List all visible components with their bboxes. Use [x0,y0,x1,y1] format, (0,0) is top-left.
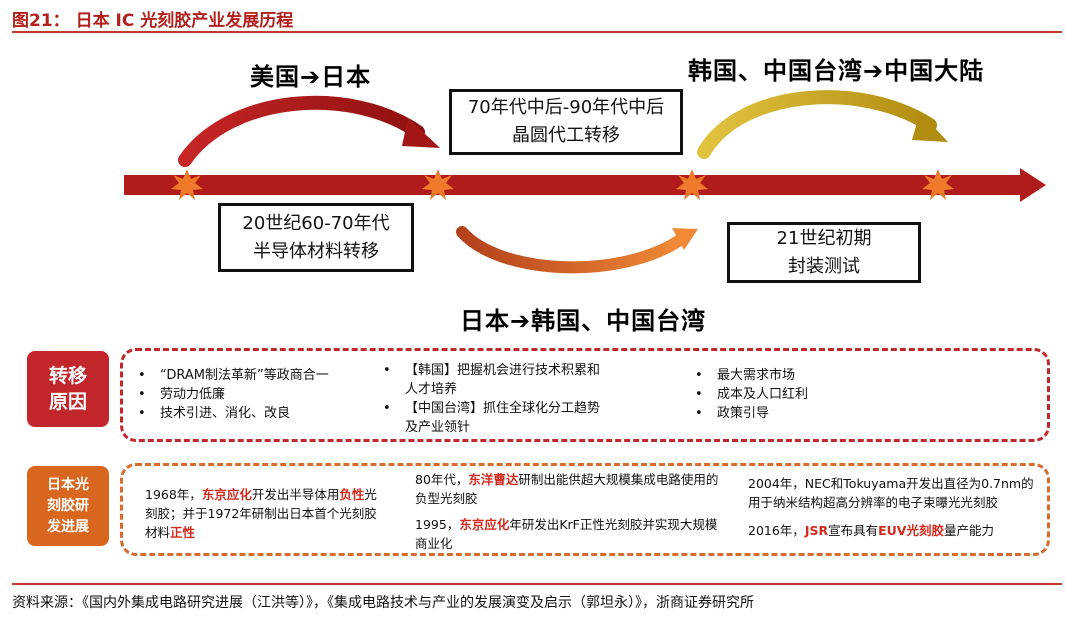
reasons-panel [120,348,1050,442]
development-item-1968: 1968年，东京应化开发出半导体用负性光刻胶；并于1972年研制出日本首个光刻胶… [145,487,377,540]
era-box-1: 20世纪60-70年代 半导体材料转移 [218,203,414,272]
development-panel [120,463,1050,556]
arc-us-japan [178,95,425,167]
development-item-1980s: 80年代，东洋曹达研制出能供超大规模集成电路使用的负型光刻胶 [415,472,719,506]
timeline-graphic [124,90,1046,274]
timeline-star-4 [922,169,954,200]
source-rule [12,583,1062,585]
reasons-col-3: •最大需求市场 •成本及人口红利 •政策引导 [695,366,808,423]
development-item-2016: 2016年，JSR宣布具有EUV光刻胶量产能力 [748,523,994,538]
era-box-3-line2: 封装测试 [788,255,860,277]
timeline-star-3 [676,169,708,200]
era-box-1-line2: 半导体材料转移 [253,240,379,262]
development-badge-line2: 刻胶研 [47,497,89,514]
timeline-main-arrow [124,175,1022,195]
reason-item: •劳动力低廉 [138,387,226,402]
era-box-2-line2: 晶圆代工转移 [512,125,620,146]
era-box-2-line1: 70年代中后-90年代中后 [467,97,665,118]
reason-item: 人才培养 [405,382,458,397]
reason-item: •“DRAM制法革新”等政商合一 [138,368,329,383]
reason-item: •【韩国】把握机会进行技术积累和 [383,363,601,378]
development-item-1995: 1995，东京应化年研发出KrF正性光刻胶并实现大规模商业化 [415,517,718,551]
reason-item: •技术引进、消化、改良 [138,406,291,421]
reason-item: •成本及人口红利 [695,387,809,402]
reasons-badge: 转移 原因 [27,351,109,427]
arc-japan-korea [456,226,686,274]
development-item-2004: 2004年，NEC和Tokuyama开发出直径为0.7nm的用于纳米结构超高分辨… [748,476,1034,510]
reason-item: •最大需求市场 [695,368,796,383]
source-note: 资料来源：《国内外集成电路研究进展（江洪等）》，《集成电路技术与产业的发展演变及… [12,595,754,611]
reason-item: 及产业领针 [405,420,471,435]
reasons-badge-line1: 转移 [48,365,87,387]
timeline-star-2 [422,169,454,200]
title-rule [12,31,1062,33]
arc-korea-mainland [697,90,937,159]
development-badge: 日本光 刻胶研 发进展 [27,466,109,546]
timeline-arrow-head [1020,168,1046,202]
figure-title: 图21： 日本 IC 光刻胶产业发展历程 [12,11,294,31]
reasons-badge-line2: 原因 [48,391,87,413]
label-korea-taiwan-to-mainland: 韩国、中国台湾➔中国大陆 [688,57,985,85]
era-box-3-line1: 21世纪初期 [776,227,872,249]
era-box-1-line1: 20世纪60-70年代 [242,212,390,234]
era-box-3: 21世纪初期 封装测试 [727,222,921,283]
timeline-star-1 [171,169,203,200]
reason-item: •【中国台湾】抓住全球化分工趋势 [383,401,601,416]
label-japan-to-korea-taiwan: 日本➔韩国、中国台湾 [460,307,707,335]
label-us-to-japan: 美国➔日本 [250,63,372,91]
reasons-col-1: •“DRAM制法革新”等政商合一 •劳动力低廉 •技术引进、消化、改良 [138,366,329,423]
reason-item: •政策引导 [695,406,770,421]
development-badge-line3: 发进展 [47,518,89,535]
development-badge-line1: 日本光 [47,476,89,493]
reasons-col-2: •【韩国】把握机会进行技术积累和 人才培养 •【中国台湾】抓住全球化分工趋势 及… [383,361,600,437]
era-box-2: 70年代中后-90年代中后 晶圆代工转移 [449,89,683,155]
